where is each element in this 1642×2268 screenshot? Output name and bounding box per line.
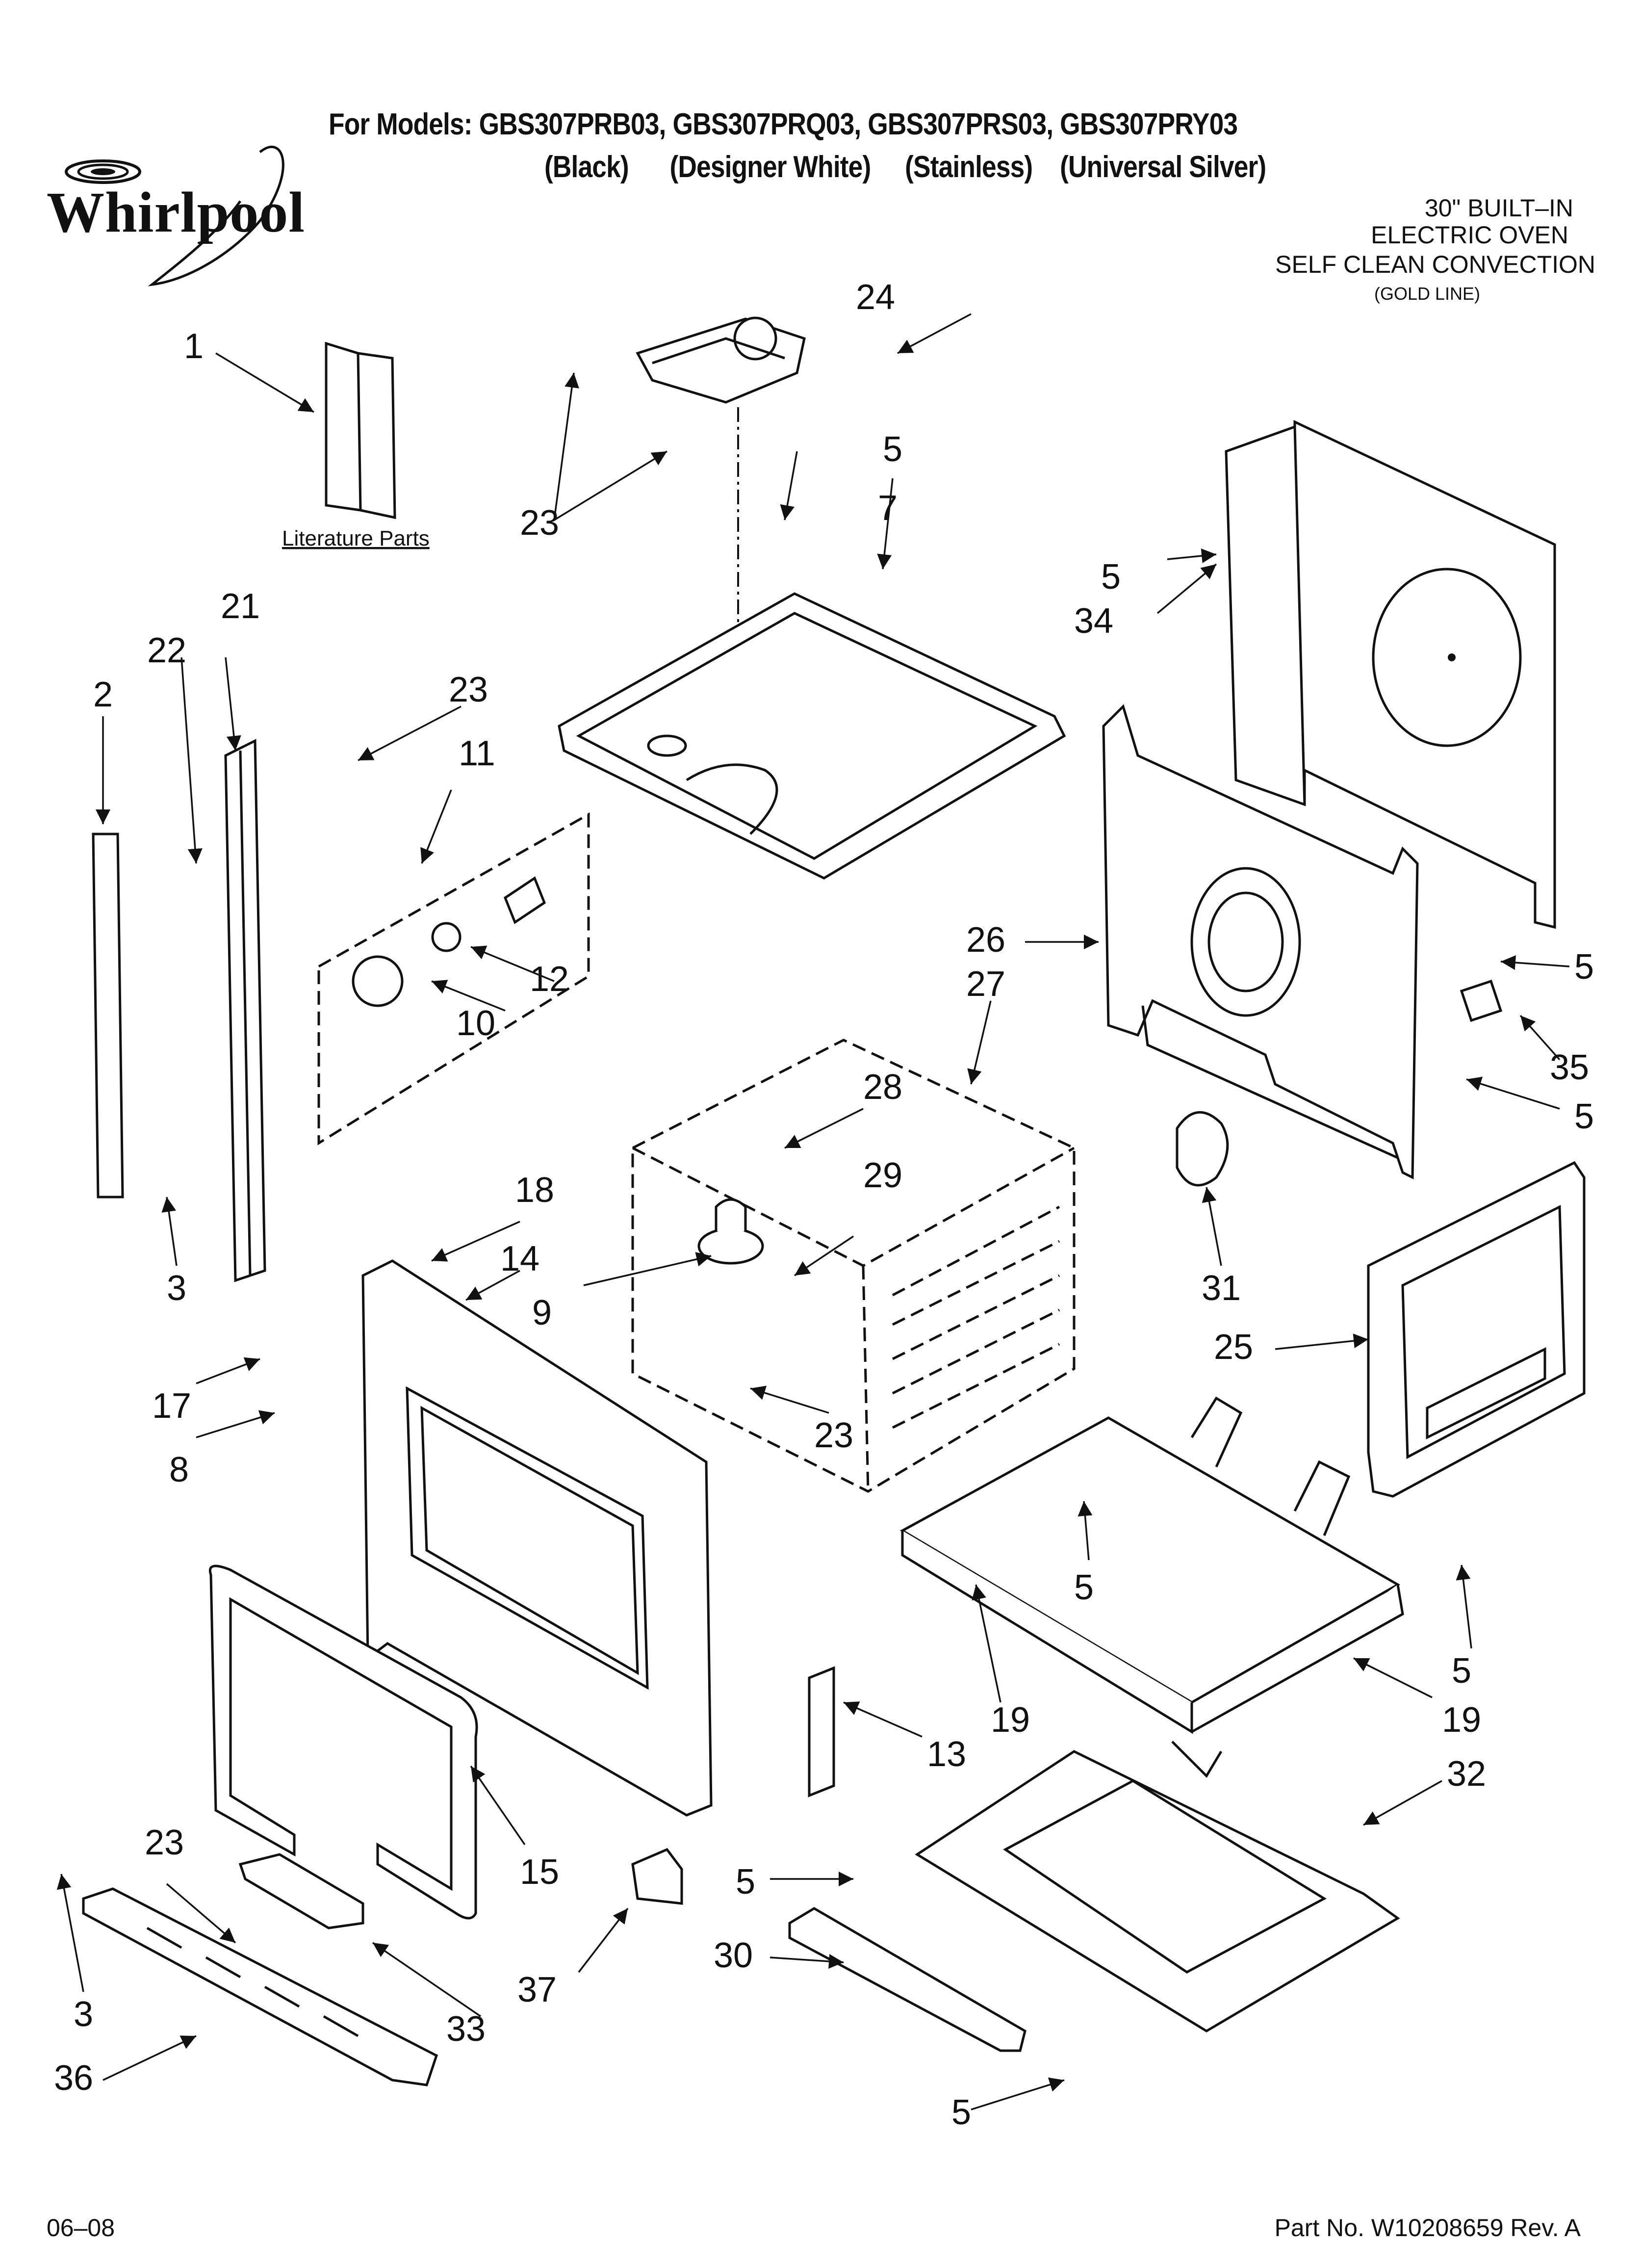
date-code: 06–08 xyxy=(47,2214,115,2242)
convection-panel-26 xyxy=(1102,704,1419,1180)
callout-7: 7 xyxy=(878,489,898,528)
bracket-35 xyxy=(1460,979,1503,1022)
callout-18: 18 xyxy=(515,1171,554,1210)
callout-28: 28 xyxy=(863,1068,902,1107)
callout-23-vent: 23 xyxy=(145,1823,184,1862)
callout-5-right-upper: 5 xyxy=(1574,947,1594,987)
callout-26: 26 xyxy=(966,920,1005,960)
insulation-19 xyxy=(899,1396,1404,1734)
callout-14: 14 xyxy=(500,1239,539,1278)
callout-11: 11 xyxy=(459,734,495,773)
callout-15: 15 xyxy=(520,1852,559,1892)
callout-5-bottom: 5 xyxy=(951,2093,971,2132)
callout-5-top: 5 xyxy=(883,430,902,469)
callout-5-insulation: 5 xyxy=(1074,1568,1094,1607)
callout-31: 31 xyxy=(1202,1269,1241,1308)
callout-23-cavity: 23 xyxy=(814,1416,853,1455)
callout-23-knob: 23 xyxy=(449,670,488,709)
callout-30: 30 xyxy=(714,1936,753,1975)
product-line-1: 30" BUILT–IN xyxy=(1424,194,1573,222)
side-trim-21 xyxy=(224,738,266,1282)
callout-3-lower: 3 xyxy=(74,1995,93,2034)
trim-30 xyxy=(788,1907,1026,2052)
literature-parts-label: Literature Parts xyxy=(282,526,430,550)
callout-1: 1 xyxy=(184,327,204,366)
control-bracket-24 xyxy=(636,316,806,809)
callout-13: 13 xyxy=(927,1735,966,1774)
callout-10: 10 xyxy=(456,1004,495,1043)
door-gasket-15 xyxy=(209,1564,478,1920)
callout-27: 27 xyxy=(966,965,1005,1004)
callout-12: 12 xyxy=(530,960,569,999)
whirlpool-swirl-icon xyxy=(65,146,284,287)
oven-cavity-27 xyxy=(631,1039,1076,1493)
product-line-3: SELF CLEAN CONVECTION xyxy=(1275,251,1595,278)
callout-34: 34 xyxy=(1074,601,1113,641)
callout-5-rear: 5 xyxy=(1101,557,1121,597)
callout-32: 32 xyxy=(1447,1754,1486,1794)
top-panel-7 xyxy=(558,592,1066,880)
limit-switch-31 xyxy=(1176,1111,1229,1187)
callout-22: 22 xyxy=(147,631,186,670)
callout-23-bracket: 23 xyxy=(520,503,559,543)
literature-parts: Literature Parts xyxy=(282,341,430,550)
side-trim-2 xyxy=(92,833,124,1199)
hinge-37 xyxy=(631,1848,683,1905)
callout-5-side: 5 xyxy=(1452,1651,1471,1691)
callout-8: 8 xyxy=(169,1450,189,1489)
callout-5-bottom-left: 5 xyxy=(736,1862,755,1902)
callout-19-left: 19 xyxy=(991,1700,1030,1740)
callout-35: 35 xyxy=(1550,1048,1589,1087)
callout-3-upper: 3 xyxy=(167,1269,186,1308)
callout-25: 25 xyxy=(1214,1328,1253,1367)
product-line-4: (GOLD LINE) xyxy=(1374,284,1480,304)
vent-33 xyxy=(238,1853,364,1929)
rear-panel-34 xyxy=(1225,420,1556,929)
callout-2: 2 xyxy=(93,675,113,714)
toe-kick-36 xyxy=(82,1887,438,2086)
callout-21: 21 xyxy=(221,587,260,626)
bottom-panel-32 xyxy=(915,1741,1400,2033)
bracket-13 xyxy=(808,1666,835,1798)
knob-group-11 xyxy=(317,812,590,1146)
leader-lines xyxy=(56,313,1570,2111)
product-line-2: ELECTRIC OVEN xyxy=(1371,221,1568,249)
callout-24: 24 xyxy=(856,278,895,317)
whirlpool-wordmark: Whirlpool xyxy=(47,180,305,244)
callout-17: 17 xyxy=(152,1386,191,1426)
callout-33: 33 xyxy=(446,2009,486,2049)
callout-37: 37 xyxy=(517,1970,557,2009)
callout-29: 29 xyxy=(863,1156,902,1195)
front-frame-14 xyxy=(361,1259,713,1817)
part-number: Part No. W10208659 Rev. A xyxy=(1274,2214,1581,2242)
finish-colors: (Black) (Designer White) (Stainless) (Un… xyxy=(544,150,1266,184)
callout-numbers: 1 2 3 3 5 5 5 5 5 5 5 5 7 8 9 10 11 12 1… xyxy=(54,278,1594,2132)
callout-9: 9 xyxy=(532,1293,552,1332)
callout-19-right: 19 xyxy=(1442,1700,1481,1740)
callout-36: 36 xyxy=(54,2059,93,2098)
side-panel-25 xyxy=(1367,1161,1586,1498)
callout-5-right-lower: 5 xyxy=(1574,1097,1594,1136)
models-title: For Models: GBS307PRB03, GBS307PRQ03, GB… xyxy=(329,107,1238,141)
